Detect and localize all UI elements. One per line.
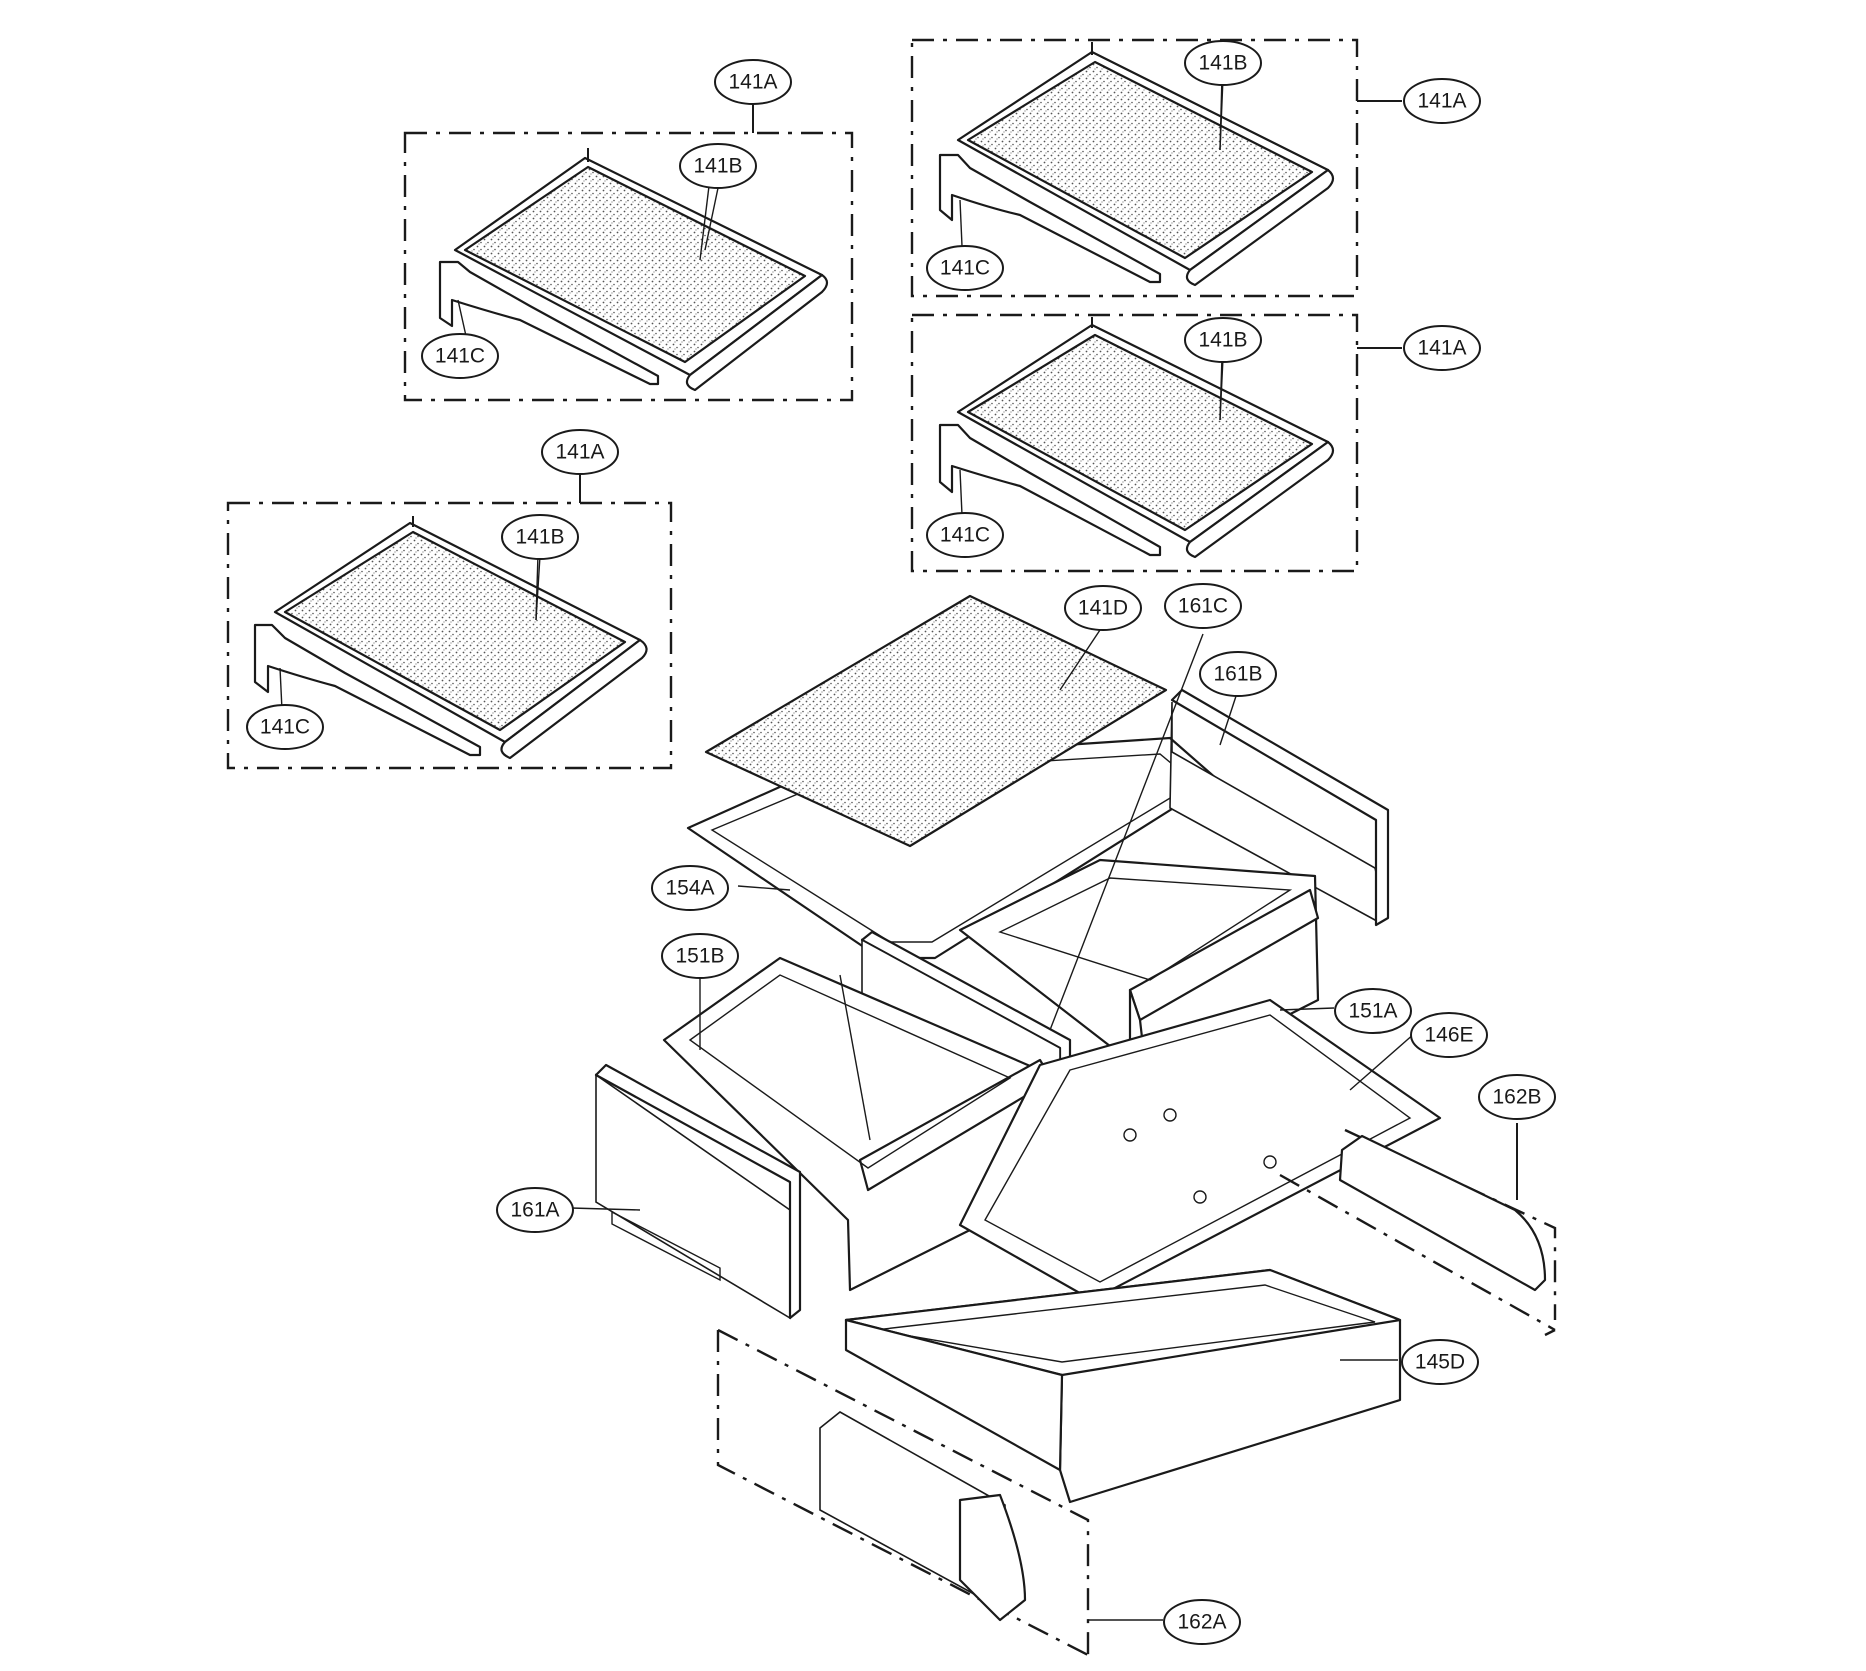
shelf-glass: [966, 333, 1314, 532]
svg-text:146E: 146E: [1424, 1024, 1473, 1047]
shelf-bracket: [253, 623, 482, 757]
svg-text:161B: 161B: [1213, 663, 1262, 686]
svg-text:162A: 162A: [1177, 1611, 1226, 1634]
shelf-assembly-upper-right-bottom: [910, 313, 1402, 573]
label-g1-141a: 141A: [714, 59, 792, 105]
svg-text:151B: 151B: [675, 945, 724, 968]
shelf-assembly-middle-left: [226, 474, 673, 770]
crisper-cover-glass: [704, 594, 1168, 848]
label-g4-141a: 141A: [541, 429, 619, 475]
label-161a: 161A: [496, 1187, 574, 1233]
svg-text:141B: 141B: [693, 155, 742, 178]
svg-text:141B: 141B: [515, 526, 564, 549]
label-151b: 151B: [661, 933, 739, 979]
leader-lines: [535, 77, 1416, 1621]
svg-text:145D: 145D: [1415, 1351, 1465, 1374]
shelf-bracket: [938, 423, 1162, 557]
label-162b: 162B: [1478, 1074, 1556, 1120]
shelf-front-trim: [1185, 168, 1335, 287]
dashed-boundary: [403, 131, 854, 402]
label-162a: 162A: [1163, 1599, 1241, 1645]
svg-text:141A: 141A: [555, 441, 604, 464]
crisper-drawer-left: [662, 956, 1054, 1292]
label-141d: 141D: [1064, 585, 1142, 631]
svg-text:161A: 161A: [510, 1199, 559, 1222]
svg-text:141B: 141B: [1198, 329, 1247, 352]
shelf-front-trim: [685, 273, 829, 392]
svg-text:141D: 141D: [1078, 597, 1128, 620]
label-g4-141c: 141C: [246, 704, 324, 750]
label-161b: 161B: [1199, 651, 1277, 697]
shelf-assembly-upper-left: [403, 104, 854, 402]
drawer-rail-left: [594, 1063, 802, 1320]
bottom-pan: [844, 1268, 1402, 1504]
shelf-bracket: [438, 260, 660, 386]
shelf-glass: [463, 165, 807, 364]
dashed-boundary: [226, 501, 673, 770]
rail-panel: [594, 1063, 802, 1320]
label-146e: 146E: [1410, 1012, 1488, 1058]
label-g1-141b: 141B: [679, 143, 757, 189]
dashed-boundary: [910, 38, 1359, 298]
slide-rail-right: [1279, 1123, 1557, 1337]
svg-text:161C: 161C: [1178, 595, 1228, 618]
dashed-boundary: [910, 313, 1359, 573]
slide-rail: [1338, 1134, 1547, 1292]
label-g1-141c: 141C: [421, 333, 499, 379]
label-151a: 151A: [1334, 988, 1412, 1034]
label-g3-141b: 141B: [1184, 317, 1262, 363]
shelf-front-trim: [500, 638, 648, 760]
support-plate: [958, 998, 1442, 1302]
slide-rail-left: [716, 1328, 1090, 1657]
label-g3-141c: 141C: [926, 512, 1004, 558]
svg-text:141A: 141A: [1417, 337, 1466, 360]
svg-text:141C: 141C: [940, 257, 990, 280]
svg-text:162B: 162B: [1492, 1086, 1541, 1109]
drawer-support-plate: [958, 998, 1442, 1302]
svg-text:141A: 141A: [1417, 90, 1466, 113]
svg-text:141A: 141A: [728, 71, 777, 94]
slide-rail: [958, 1493, 1027, 1622]
label-g4-141b: 141B: [501, 514, 579, 560]
label-161c: 161C: [1164, 583, 1242, 629]
label-g2-141a: 141A: [1403, 78, 1481, 124]
svg-text:154A: 154A: [665, 877, 714, 900]
shelf-glass: [283, 530, 627, 732]
shelf-front-trim: [1185, 440, 1335, 559]
svg-text:141C: 141C: [260, 716, 310, 739]
shelf-glass: [966, 60, 1314, 260]
shelf-assembly-upper-right-top: [910, 38, 1402, 298]
shelf-bracket: [938, 153, 1162, 284]
svg-text:141B: 141B: [1198, 52, 1247, 75]
label-g3-141a: 141A: [1403, 325, 1481, 371]
label-g2-141c: 141C: [926, 245, 1004, 291]
svg-text:151A: 151A: [1348, 1000, 1397, 1023]
label-g2-141b: 141B: [1184, 40, 1262, 86]
svg-text:141C: 141C: [940, 524, 990, 547]
label-145d: 145D: [1401, 1339, 1479, 1385]
svg-text:141C: 141C: [435, 345, 485, 368]
label-154a: 154A: [651, 865, 729, 911]
